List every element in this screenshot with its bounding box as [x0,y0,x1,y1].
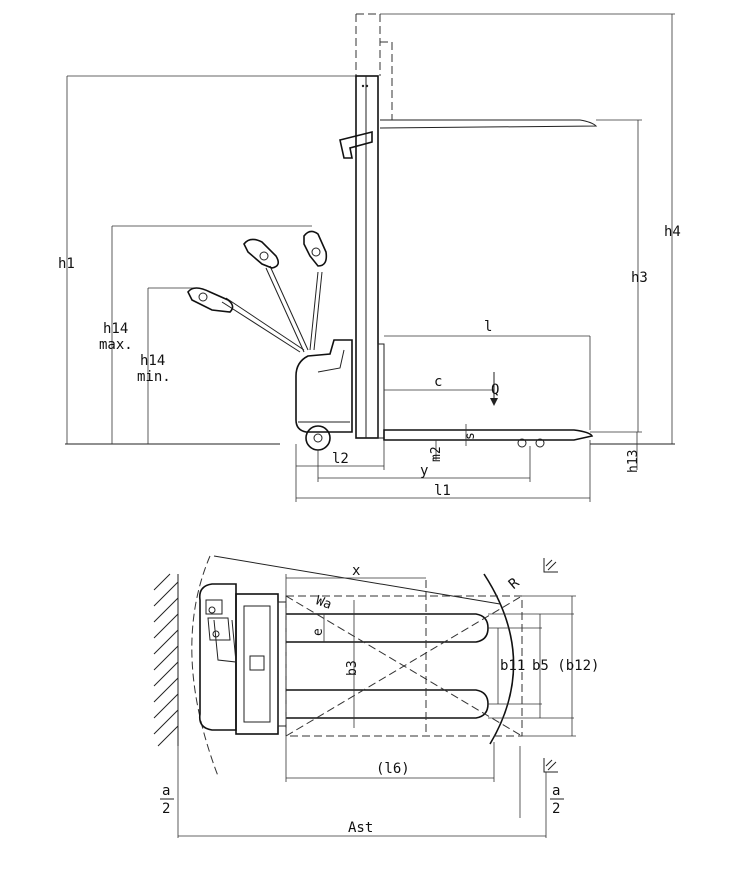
h3-label: h3 [631,270,648,286]
load-wheel [517,438,527,448]
l6-label: (l6) [376,761,410,777]
two-left-label: 2 [162,801,170,817]
wall-hatch [153,573,179,747]
y-label: y [420,463,428,479]
h1-label: h1 [58,256,75,272]
s-label: s [463,432,478,440]
h14-min-label: h14 [140,353,165,369]
q-label: Q [491,382,499,398]
fork-right [286,689,489,719]
raised-mast-outline [355,13,393,120]
m2-label: m2 [429,446,444,462]
turning-radius-arc [483,573,515,745]
l1-label: l1 [434,483,451,499]
l2-label: l2 [332,451,349,467]
mast-bracket [339,130,373,159]
fork-left [286,613,489,643]
h14-max-sublabel: max. [99,337,133,353]
a-right-label: a [552,783,560,799]
drive-wheel [305,425,331,451]
side-view: h1 h14 max. h14 min. h4 h3 h13 [58,13,681,502]
turning-arc-left [191,555,219,777]
raised-fork [379,119,598,129]
a-left-label: a [162,783,170,799]
wa-label: Wa [314,593,334,612]
mast [355,75,379,439]
ast-label: Ast [348,820,373,836]
e-label: e [311,628,326,636]
b3-label: b3 [345,660,360,676]
h14-min-sublabel: min. [137,369,171,385]
h13-label: h13 [626,450,641,473]
two-right-label: 2 [552,801,560,817]
corner-hatch-top [543,558,558,573]
x-label: x [352,563,360,579]
corner-hatch-bottom [543,758,558,773]
r-label: R [506,575,523,593]
pallet-outline [285,595,523,737]
b11-label: b11 [500,658,525,674]
top-view: x R Wa e b3 b11 b5 (b12) (l6) a 2 [153,555,599,838]
lowered-fork [383,429,594,441]
tiller-top [205,599,237,663]
h14-max-label: h14 [103,321,128,337]
h4-label: h4 [664,224,681,240]
l-label: l [484,319,492,335]
c-label: c [434,374,442,390]
truck-body [295,339,353,433]
tiller-handles [187,230,328,353]
b5-b12-label: b5 (b12) [532,658,599,674]
